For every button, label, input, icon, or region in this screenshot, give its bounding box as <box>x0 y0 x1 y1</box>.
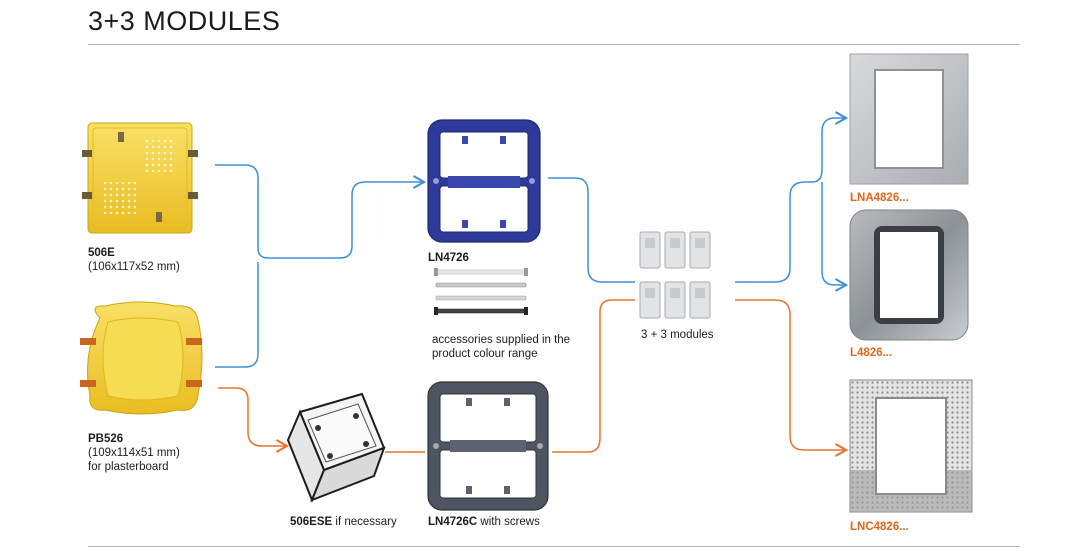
box-506e-dims: (106x117x52 mm) <box>88 261 180 273</box>
adapter-506ese-image <box>286 392 386 503</box>
plate-lna4826-image <box>849 53 969 185</box>
modules-label: 3 + 3 modules <box>641 329 714 341</box>
frame-ln4726-label: LN4726 <box>428 251 469 265</box>
box-506e-code: 506E <box>88 247 115 259</box>
box-pb526-image <box>80 301 203 415</box>
adapter-506ese-code: 506ESE <box>290 516 333 528</box>
box-pb526-note: for plasterboard <box>88 461 169 473</box>
box-pb526-code: PB526 <box>88 433 124 445</box>
frame-ln4726c-note: with screws <box>480 516 540 528</box>
frame-ln4726c-code: LN4726C <box>428 516 478 528</box>
box-pb526-dims: (109x114x51 mm) <box>88 447 180 459</box>
box-pb526-label: PB526 (109x114x51 mm) for plasterboard <box>88 432 180 474</box>
accessories-line1: accessories supplied in the <box>432 334 571 346</box>
orange-connections <box>218 299 849 457</box>
accessories-label: accessories supplied in the product colo… <box>432 333 570 361</box>
frame-ln4726c-image <box>427 381 549 511</box>
accessories-rails-image <box>434 268 528 315</box>
plate-lnc4826-label: LNC4826... <box>850 521 909 533</box>
adapter-506ese-note: if necessary <box>335 516 397 528</box>
frame-ln4726-code: LN4726 <box>428 252 469 264</box>
plate-lnc4826-image <box>849 379 973 513</box>
frame-ln4726-image <box>427 119 541 243</box>
box-506e-image <box>82 122 198 234</box>
bottom-divider <box>88 546 1020 547</box>
box-506e-label: 506E (106x117x52 mm) <box>88 246 180 274</box>
plate-lna4826-label: LNA4826... <box>850 192 909 204</box>
adapter-506ese-label: 506ESE if necessary <box>290 515 397 529</box>
top-divider <box>88 44 1020 45</box>
accessories-line2: product colour range <box>432 348 538 360</box>
blue-connections <box>215 111 846 368</box>
plate-l4826-label: L4826... <box>850 347 893 359</box>
modules-image <box>639 231 711 319</box>
frame-ln4726c-label: LN4726C with screws <box>428 515 540 529</box>
page-title: 3+3 MODULES <box>88 6 281 36</box>
plate-l4826-image <box>849 209 969 341</box>
